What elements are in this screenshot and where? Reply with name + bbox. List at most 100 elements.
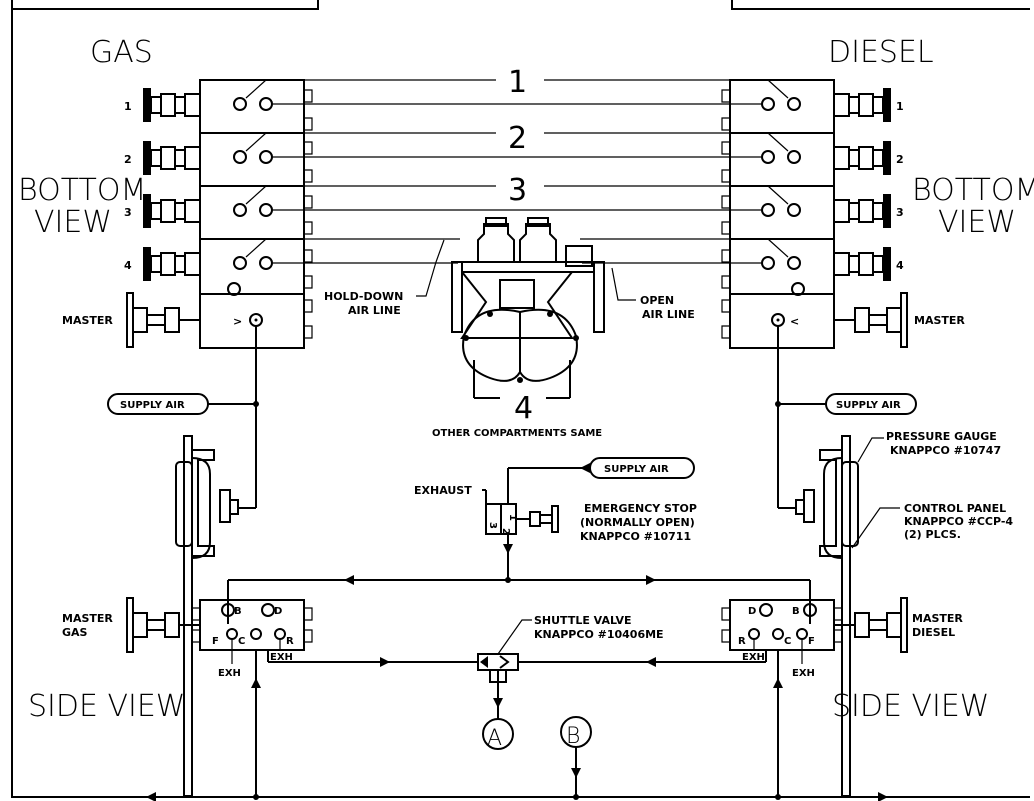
connector-b: B <box>560 716 592 797</box>
diesel-button-1[interactable] <box>833 88 891 122</box>
compartment-number-2: 2 <box>508 121 527 156</box>
bottom-view-right-1: BOTTOM <box>912 173 1034 208</box>
diesel-button-number-4: 4 <box>896 259 904 272</box>
diesel-manifold-block: < <box>721 79 835 349</box>
gas-button-4[interactable] <box>143 247 201 281</box>
gas-button-1[interactable] <box>143 88 201 122</box>
gas-port-r: R <box>286 636 294 647</box>
bottom-view-left-2: VIEW <box>34 205 112 240</box>
compartment-number-4: 4 <box>514 391 533 426</box>
diesel-exh-2: EXH <box>792 668 815 679</box>
estop-label-2: (NORMALLY OPEN) <box>580 516 695 529</box>
gas-heading: GAS <box>90 35 153 70</box>
gas-exh-2: EXH <box>270 652 293 663</box>
gas-button-3[interactable] <box>143 194 201 228</box>
supply-air-right <box>775 326 917 509</box>
gas-master-button[interactable] <box>126 292 200 348</box>
connector-b-label: B <box>566 724 580 749</box>
panel-label-2: KNAPPCO #CCP-4 <box>904 515 1013 528</box>
master-gas-label-1: MASTER <box>62 612 113 625</box>
diesel-side-master-button[interactable] <box>834 597 908 653</box>
diesel-button-3[interactable] <box>833 194 891 228</box>
drawing-frame <box>11 0 1030 798</box>
diesel-heading: DIESEL <box>828 35 934 70</box>
gas-button-number-2: 2 <box>124 153 132 166</box>
bottom-view-left-1: BOTTOM <box>18 173 146 208</box>
master-air-lines <box>146 575 888 801</box>
diesel-button-4[interactable] <box>833 247 891 281</box>
gas-manifold-block: > <box>199 79 313 349</box>
hold-down-label-1: HOLD-DOWN <box>324 290 403 303</box>
supply-air-center-label: SUPPLY AIR <box>604 464 669 475</box>
side-view-left: SIDE VIEW <box>28 689 185 724</box>
gas-button-2[interactable] <box>143 141 201 175</box>
master-gas-label-2: GAS <box>62 626 88 639</box>
gas-port-b: B <box>234 606 242 617</box>
diesel-master-label: MASTER <box>914 314 965 327</box>
compartment-air-lines <box>245 79 789 264</box>
hold-down-leader <box>416 239 445 297</box>
bottom-view-right-2: VIEW <box>938 205 1016 240</box>
gas-buttons: 1 2 3 4 <box>124 88 201 281</box>
diesel-buttons: 1 2 3 4 <box>833 88 904 281</box>
master-diesel-label-1: MASTER <box>912 612 963 625</box>
gas-port-f: F <box>212 636 219 647</box>
gas-button-number-3: 3 <box>124 206 132 219</box>
supply-air-right-label: SUPPLY AIR <box>836 400 901 411</box>
shuttle-leader <box>497 619 532 655</box>
master-diesel-label-2: DIESEL <box>912 626 955 639</box>
gas-button-number-1: 1 <box>124 100 132 113</box>
supply-air-left <box>107 326 259 509</box>
diesel-control-panel <box>795 435 859 797</box>
hold-down-label-2: AIR LINE <box>348 304 401 317</box>
connector-a: A <box>482 718 514 751</box>
supply-air-left-label: SUPPLY AIR <box>120 400 185 411</box>
panel-label-3: (2) PLCS. <box>904 528 961 541</box>
connector-a-label: A <box>487 726 502 751</box>
open-label-1: OPEN <box>640 294 674 307</box>
diesel-button-number-2: 2 <box>896 153 904 166</box>
shuttle-valve <box>477 653 519 720</box>
exhaust-label: EXHAUST <box>414 484 472 497</box>
shuttle-label-2: KNAPPCO #10406ME <box>534 628 664 641</box>
gas-port-d: D <box>274 606 282 617</box>
diesel-port-r: R <box>738 636 746 647</box>
diesel-port-f: F <box>808 636 815 647</box>
diesel-button-number-3: 3 <box>896 206 904 219</box>
side-view-right: SIDE VIEW <box>832 689 989 724</box>
diesel-exh-1: EXH <box>742 652 765 663</box>
diesel-master-button[interactable] <box>834 292 908 348</box>
other-compartments-label: OTHER COMPARTMENTS SAME <box>432 428 602 439</box>
compartment-valve-assembly <box>451 217 605 399</box>
compartment-number-3: 3 <box>508 173 527 208</box>
open-label-2: AIR LINE <box>642 308 695 321</box>
estop-label-1: EMERGENCY STOP <box>584 502 697 515</box>
panel-leader <box>851 507 900 549</box>
diesel-side-valve: D B R C F EXH EXH <box>721 599 843 679</box>
gas-button-number-4: 4 <box>124 259 132 272</box>
diesel-button-2[interactable] <box>833 141 891 175</box>
gas-master-label: MASTER <box>62 314 113 327</box>
shuttle-label-1: SHUTTLE VALVE <box>534 614 631 627</box>
gauge-label-1: PRESSURE GAUGE <box>886 430 997 443</box>
estop-label-3: KNAPPCO #10711 <box>580 530 691 543</box>
open-leader <box>611 267 636 301</box>
diesel-button-number-1: 1 <box>896 100 904 113</box>
estop-port-2: 2 <box>500 528 511 535</box>
diesel-port-b: B <box>792 606 800 617</box>
estop-port-1: 1 <box>507 514 518 521</box>
gauge-leader <box>857 437 884 463</box>
gas-port-c: C <box>238 636 245 647</box>
compartment-number-1: 1 <box>508 65 527 100</box>
estop-port-3: 3 <box>487 522 498 529</box>
diesel-port-c: C <box>784 636 791 647</box>
diesel-master-arrow: < <box>790 315 799 328</box>
supply-air-center-capsule <box>589 457 695 479</box>
gas-side-master-button[interactable] <box>126 597 200 653</box>
diesel-port-d: D <box>748 606 756 617</box>
gauge-label-2: KNAPPCO #10747 <box>890 444 1001 457</box>
emergency-stop-valve[interactable]: 3 1 2 <box>482 463 590 580</box>
gas-side-valve: B D F C R EXH EXH <box>191 599 313 679</box>
gas-master-arrow: > <box>233 315 242 328</box>
